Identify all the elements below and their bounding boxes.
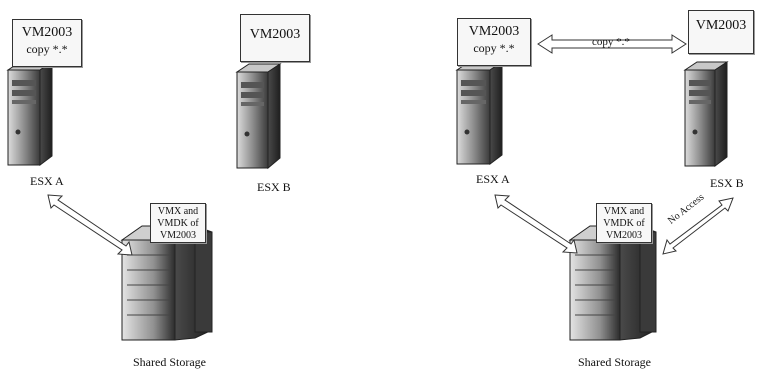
right-no-access-arrow [662, 197, 734, 255]
right-storage-line-2: VMDK of [603, 218, 645, 229]
right-esx-a-vm-box: VM2003 copy *.* [457, 18, 531, 66]
right-shared-storage-icon [568, 225, 657, 341]
left-storage-line-1: VMX and [157, 206, 199, 217]
left-esx-a-vm-box: VM2003 copy *.* [12, 19, 82, 67]
right-esx-a-vm-files: copy *.* [473, 40, 515, 55]
left-esx-a-vm-files: copy *.* [26, 41, 68, 56]
left-esx-b-vm-name: VM2003 [249, 27, 301, 42]
left-storage-files-box: VMX and VMDK of VM2003 [150, 203, 206, 243]
left-esx-b-server-icon [235, 63, 282, 170]
right-esx-a-server-icon [455, 61, 504, 165]
left-storage-line-3: VM2003 [159, 230, 197, 241]
right-copy-transfer-arrow [537, 34, 687, 54]
right-esx-a-vm-name: VM2003 [468, 24, 520, 39]
left-esx-a-vm-name: VM2003 [21, 25, 73, 40]
right-storage-line-1: VMX and [603, 206, 645, 217]
right-storage-label: Shared Storage [578, 355, 651, 369]
left-esx-b-vm-box: VM2003 [240, 14, 310, 62]
right-esx-b-vm-box: VM2003 [688, 10, 754, 54]
right-storage-line-3: VM2003 [605, 230, 643, 241]
right-esx-b-vm-name: VM2003 [695, 18, 747, 33]
right-esx-b-server-icon [683, 61, 729, 167]
left-storage-line-2: VMDK of [157, 218, 199, 229]
left-shared-storage-icon [120, 225, 213, 341]
left-esx-b-label: ESX B [257, 180, 291, 194]
right-storage-files-box: VMX and VMDK of VM2003 [596, 203, 652, 243]
left-esx-a-label: ESX A [30, 174, 64, 188]
right-esx-a-label: ESX A [476, 172, 510, 186]
left-storage-link-arrow [47, 194, 133, 256]
right-storage-link-arrow [494, 194, 578, 254]
right-esx-b-label: ESX B [710, 176, 744, 190]
left-storage-label: Shared Storage [133, 355, 206, 369]
right-copy-transfer-label: copy *.* [592, 36, 630, 48]
left-esx-a-server-icon [6, 61, 54, 166]
